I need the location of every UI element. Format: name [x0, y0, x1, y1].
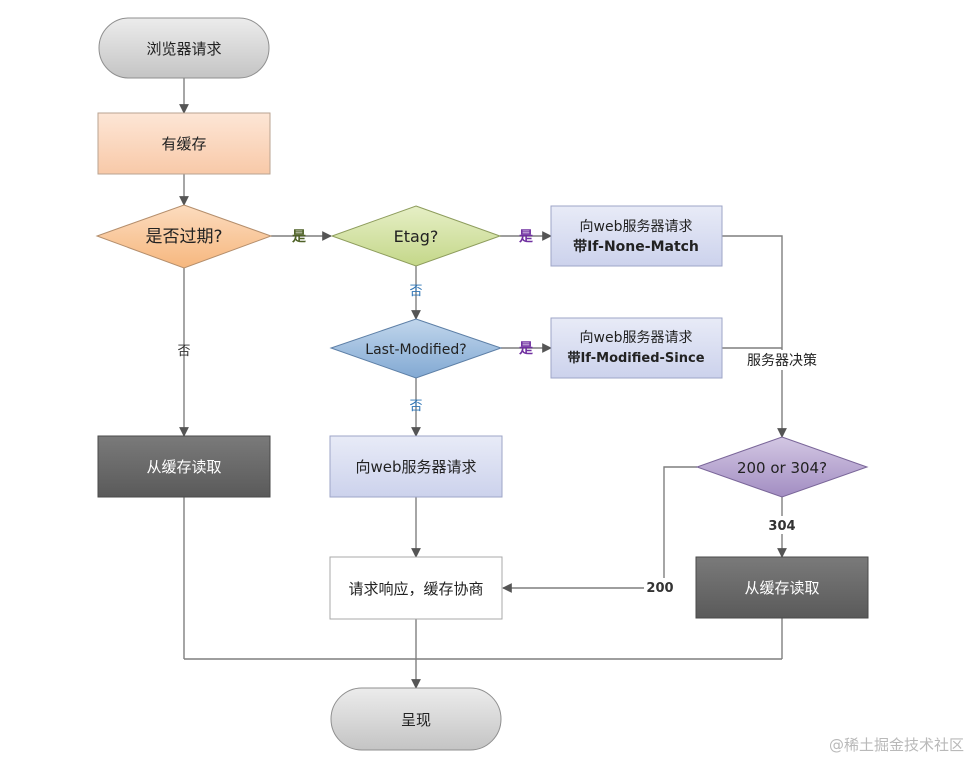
node-browser-request-label: 浏览器请求 [146, 40, 221, 58]
node-read-cache-right: 从缓存读取 [695, 556, 869, 619]
node-etag-label: Etag? [394, 227, 439, 246]
node-render-label: 呈现 [401, 711, 431, 729]
node-last-modified-decision: Last-Modified? [329, 318, 503, 379]
node-etag-request: 向web服务器请求 带If-None-Match [550, 205, 723, 267]
node-response-negotiate: 请求响应，缓存协商 [329, 556, 503, 620]
node-render: 呈现 [330, 687, 502, 751]
label-code-200: 200 [646, 581, 673, 596]
label-expired-yes: 是 [292, 229, 307, 245]
node-etag-decision: Etag? [330, 205, 502, 267]
label-etag-yes: 是 [519, 229, 534, 245]
label-code-304: 304 [768, 519, 795, 534]
node-server-request-label: 向web服务器请求 [355, 458, 476, 476]
node-read-cache-left-label: 从缓存读取 [146, 458, 221, 476]
node-lm-request: 向web服务器请求 带If-Modified-Since [550, 317, 723, 379]
edge-labels: 是 否 是 否 是 否 服务器决策 304 200 [177, 229, 828, 596]
node-status-decision: 200 or 304? [695, 436, 869, 498]
edge-etag-request-to-decision [722, 235, 787, 438]
node-lm-request-line2: 带If-Modified-Since [567, 350, 704, 366]
node-has-cache-label: 有缓存 [161, 135, 206, 153]
node-etag-request-line2: 带If-None-Match [573, 239, 699, 255]
label-etag-no: 否 [409, 284, 422, 299]
node-read-cache-right-label: 从缓存读取 [744, 579, 819, 597]
node-expired-decision: 是否过期? [95, 204, 273, 269]
label-lm-no: 否 [409, 399, 422, 414]
edge-200-to-response [502, 466, 697, 593]
node-has-cache: 有缓存 [97, 112, 271, 175]
node-lm-request-line1: 向web服务器请求 [580, 330, 693, 346]
node-etag-request-line1: 向web服务器请求 [580, 219, 693, 235]
node-response-negotiate-label: 请求响应，缓存协商 [348, 580, 483, 598]
node-server-request: 向web服务器请求 [329, 435, 503, 498]
node-browser-request: 浏览器请求 [98, 17, 270, 79]
watermark-text: @稀土掘金技术社区 [828, 736, 964, 754]
node-last-modified-label: Last-Modified? [365, 342, 466, 358]
node-status-label: 200 or 304? [737, 459, 827, 477]
node-expired-label: 是否过期? [145, 227, 222, 247]
node-read-cache-left: 从缓存读取 [97, 435, 271, 498]
label-expired-no: 否 [177, 344, 190, 359]
label-lm-yes: 是 [519, 341, 534, 357]
label-server-decision: 服务器决策 [747, 352, 817, 369]
